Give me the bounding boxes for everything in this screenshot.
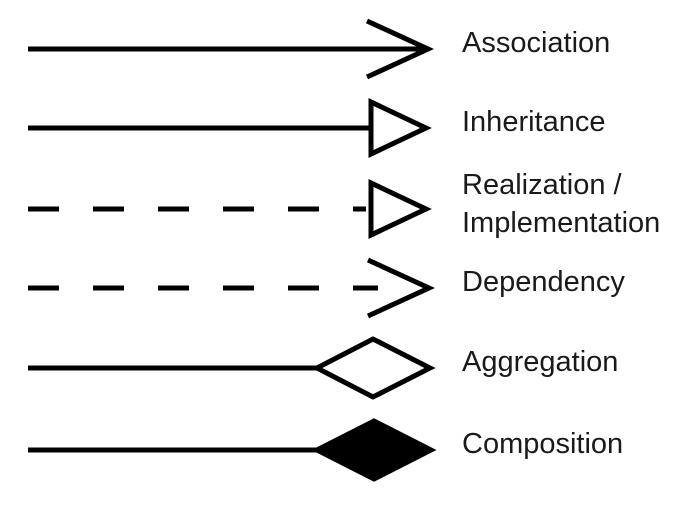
- hollow-triangle-arrowhead-icon: [368, 98, 432, 158]
- association-label: Association: [462, 27, 611, 59]
- open-arrowhead-icon: [365, 18, 434, 80]
- realization-implementation-label: Realization / Implementation: [462, 169, 661, 239]
- inheritance-label: Inheritance: [462, 106, 606, 138]
- dependency-arrow: [28, 257, 435, 319]
- composition-label: Composition: [462, 428, 624, 460]
- association-arrow: [28, 18, 434, 80]
- aggregation-label: Aggregation: [462, 346, 619, 378]
- composition-arrow: [28, 418, 437, 482]
- hollow-triangle-arrowhead-icon: [368, 179, 432, 239]
- filled-diamond-icon: [311, 418, 437, 482]
- hollow-diamond-icon: [311, 336, 436, 400]
- open-arrowhead-icon: [366, 257, 435, 319]
- inheritance-arrow: [28, 98, 432, 158]
- aggregation-arrow: [28, 336, 436, 400]
- dependency-label: Dependency: [462, 266, 625, 298]
- realization-arrow: [28, 179, 432, 239]
